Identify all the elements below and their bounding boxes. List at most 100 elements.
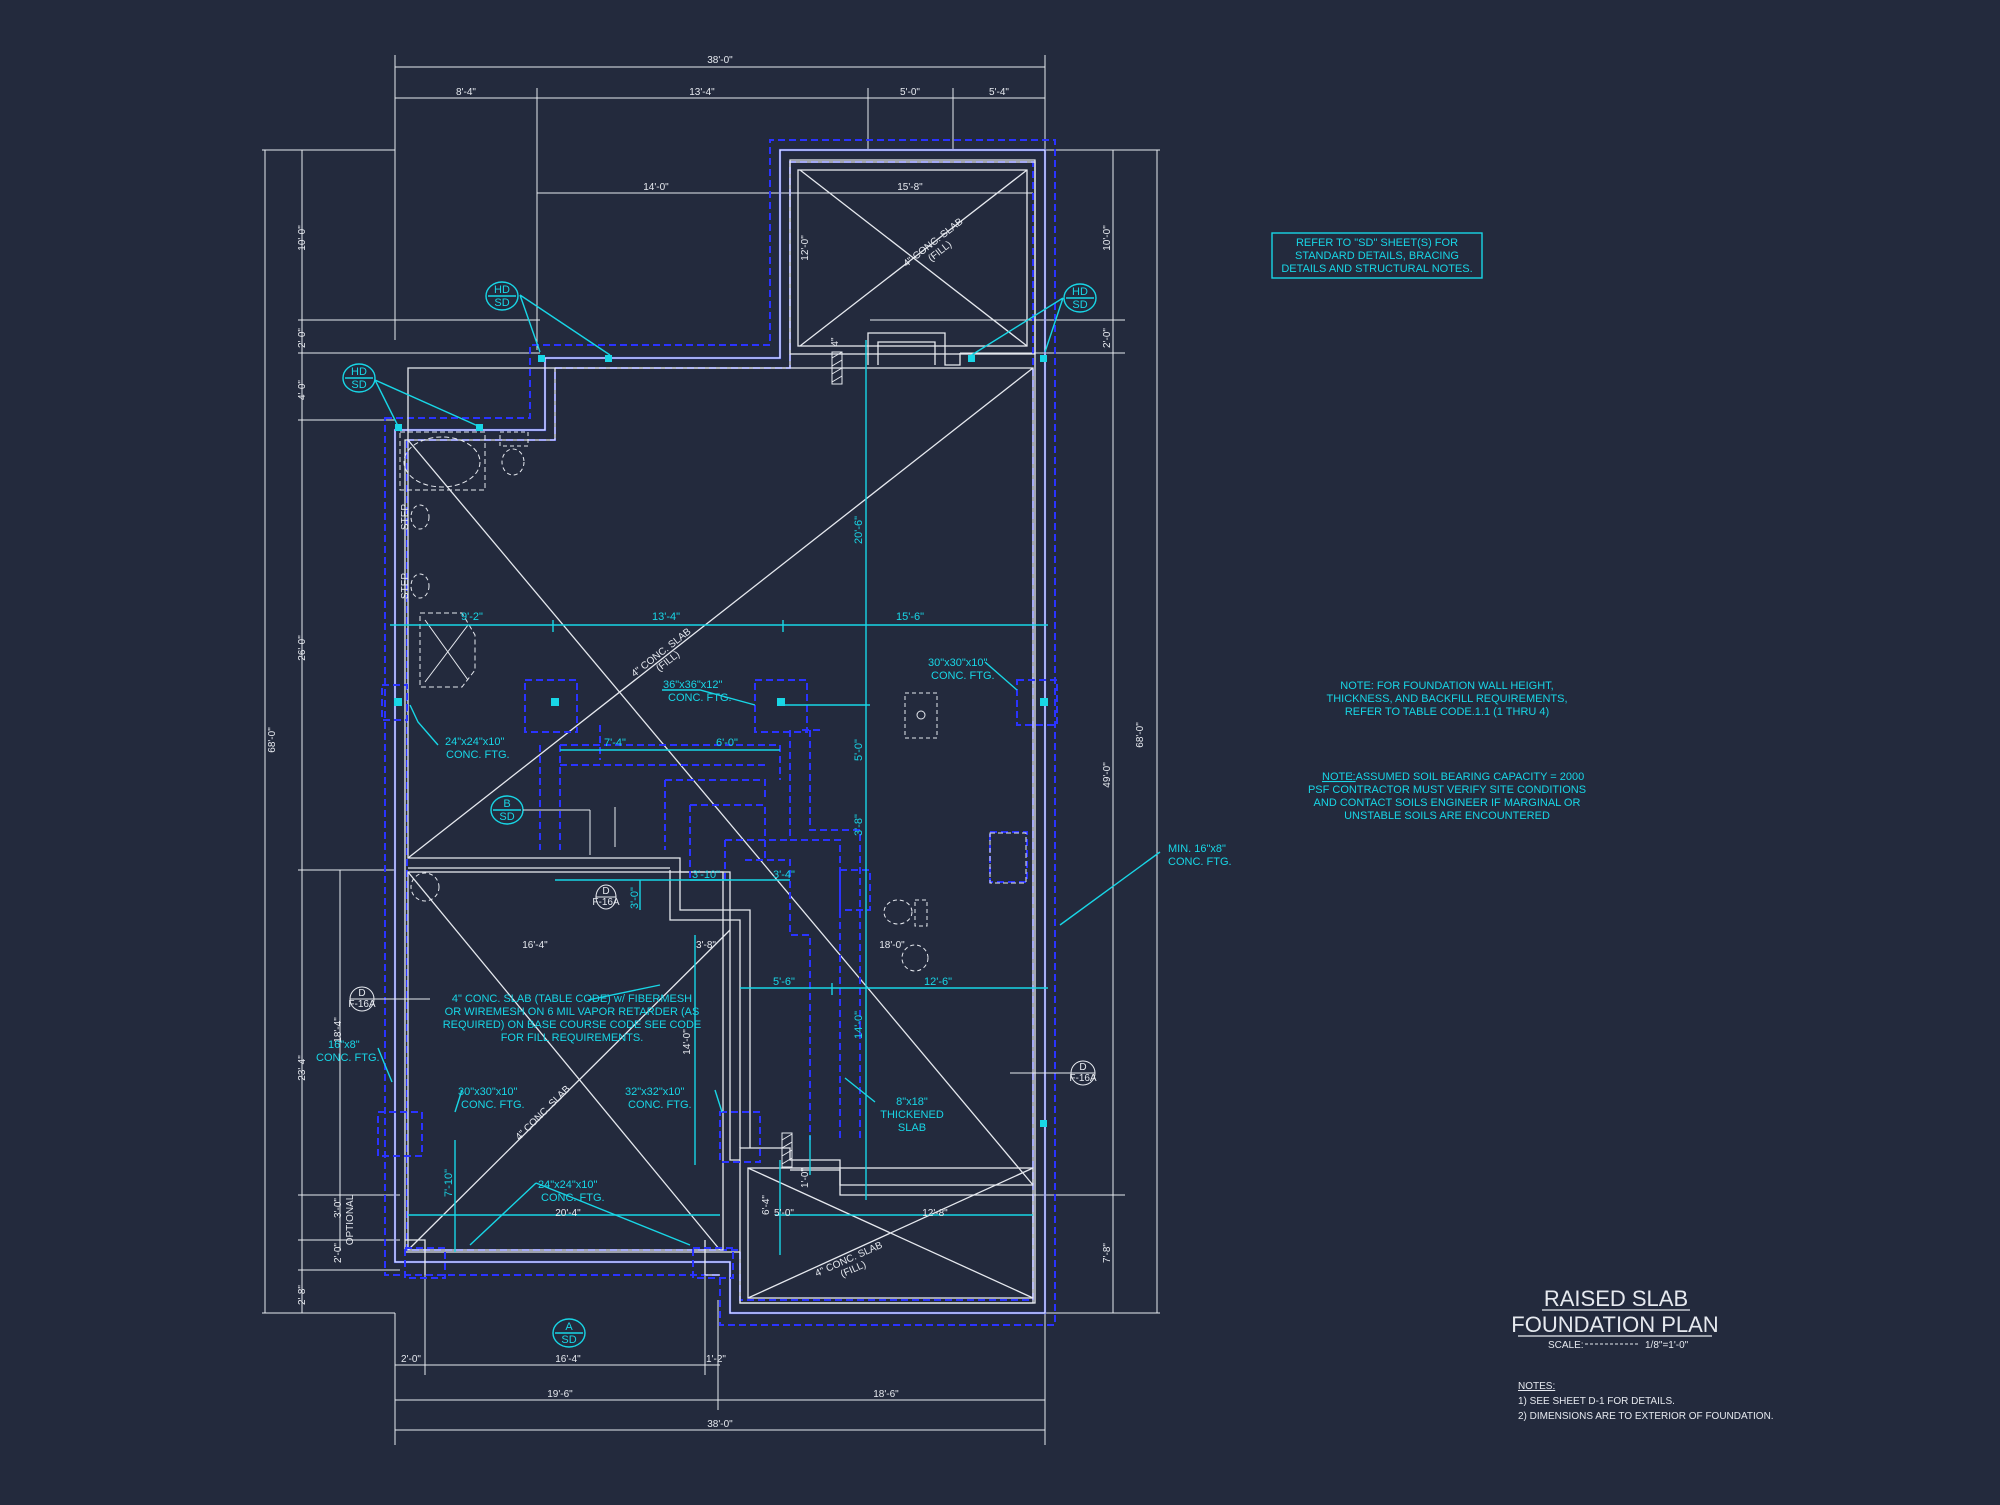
dim-7-4: 7'-4" xyxy=(604,737,626,749)
marker-b-sd[interactable]: B SD xyxy=(490,795,590,825)
dim-18-0: 18'-0" xyxy=(879,940,905,951)
dim-left-68: 68'-0" xyxy=(267,727,278,753)
refer-box: REFER TO "SD" SHEET(S) FOR STANDARD DETA… xyxy=(1271,232,1483,279)
dim-right-10: 10'-0" xyxy=(1102,225,1113,251)
refer-line-2: STANDARD DETAILS, BRACING xyxy=(1295,250,1459,262)
marker-d-3[interactable]: D F-16A xyxy=(1010,1060,1097,1086)
svg-text:SD: SD xyxy=(499,811,514,823)
holdown-6 xyxy=(476,424,483,431)
svg-text:SD: SD xyxy=(1072,299,1087,311)
svg-text:THICKENED: THICKENED xyxy=(880,1109,944,1121)
callout-ftg-30-lower: 30"x30"x10" xyxy=(458,1086,518,1098)
step-label-2: STEP xyxy=(400,573,411,599)
callout-thickened-slab: 8"x18" xyxy=(896,1096,928,1108)
top-dimensions: 38'-0" 8'-4" 13'-4" 5'-0" 5'-4" 14'-0" 1… xyxy=(394,55,1046,350)
soil-note-line-3: AND CONTACT SOILS ENGINEER IF MARGINAL O… xyxy=(1314,797,1581,809)
dim-5-0: 5'-0" xyxy=(853,739,865,761)
callout-ftg-16x8: 16"x8" xyxy=(328,1039,360,1051)
dim-7-10: 7'-10" xyxy=(443,1169,455,1197)
svg-text:HD: HD xyxy=(494,284,510,296)
post-4 xyxy=(394,698,402,706)
callout-ftg-30-right: 30"x30"x10" xyxy=(928,657,988,669)
dim-3-4: 3'-4" xyxy=(773,869,795,881)
dim-14-0: 14'-0" xyxy=(853,1011,865,1039)
marker-hd-3[interactable]: HD SD xyxy=(342,363,376,393)
dim-13-4: 13'-4" xyxy=(652,611,680,623)
slab-diagonals xyxy=(407,169,1034,1299)
dim-5-6: 5'-6" xyxy=(773,976,795,988)
dim-slab-4: 4" xyxy=(830,337,841,347)
dim-top-2: 13'-4" xyxy=(689,87,715,98)
footing-callouts: 36"x36"x12" CONC. FTG. 30"x30"x10" CONC.… xyxy=(316,657,1232,1204)
wall-hatch xyxy=(781,351,843,1168)
dim-3-10: 3'-10" xyxy=(692,869,720,881)
svg-text:CONC. FTG.: CONC. FTG. xyxy=(628,1099,692,1111)
soil-note-line-2: PSF CONTRACTOR MUST VERIFY SITE CONDITIO… xyxy=(1308,784,1586,796)
svg-text:SD: SD xyxy=(561,1334,576,1346)
refer-line-3: DETAILS AND STRUCTURAL NOTES. xyxy=(1281,263,1472,275)
dim-top-4: 5'-4" xyxy=(989,87,1009,98)
svg-text:B: B xyxy=(503,798,510,810)
svg-text:SLAB: SLAB xyxy=(898,1122,926,1134)
soil-note-label: NOTE: xyxy=(1322,771,1356,783)
post-2 xyxy=(777,698,785,706)
dim-top-1: 8'-4" xyxy=(456,87,476,98)
slab-label-lower-left: 4" CONC. SLAB xyxy=(514,1083,573,1142)
dim-3-8: 3'-8" xyxy=(853,814,865,836)
svg-text:D: D xyxy=(1079,1062,1086,1073)
step-label-1: STEP xyxy=(400,504,411,530)
holdown-4 xyxy=(1040,355,1047,362)
marker-hd-2[interactable]: HD SD xyxy=(1063,283,1097,313)
scale-value: 1/8"=1'-0" xyxy=(1645,1340,1689,1351)
dim-bot-2: 2'-0" xyxy=(401,1354,421,1365)
marker-hd-1[interactable]: HD SD xyxy=(485,281,519,311)
dim-left-3: 3'-0" xyxy=(333,1198,344,1218)
dim-inner-15-8: 15'-8" xyxy=(897,182,923,193)
dim-bot-19-6: 19'-6" xyxy=(547,1389,573,1400)
interior-footings xyxy=(377,355,1058,1279)
svg-text:CONC. FTG.: CONC. FTG. xyxy=(316,1052,380,1064)
svg-text:SD: SD xyxy=(351,379,366,391)
dim-16-4: 16'-4" xyxy=(522,940,548,951)
dim-left-2b: 2'-0" xyxy=(333,1243,344,1263)
soil-bearing-note: NOTE: : ASSUMED SOIL BEARING CAPACITY = … xyxy=(1308,771,1586,822)
callout-ftg-36: 36"x36"x12" xyxy=(663,679,723,691)
dim-v-12: 12'-0" xyxy=(800,235,811,261)
dim-6-0: 6'-0" xyxy=(716,737,738,749)
soil-note-line-1: : ASSUMED SOIL BEARING CAPACITY = 2000 xyxy=(1350,771,1584,783)
dim-5-0b: 5'-0" xyxy=(774,1208,794,1219)
dim-15-6: 15'-6" xyxy=(896,611,924,623)
post-3 xyxy=(1040,698,1048,706)
dim-left-23-4: 23'-4" xyxy=(297,1055,308,1081)
dim-3-0: 3'-0" xyxy=(629,887,641,909)
svg-text:HD: HD xyxy=(351,366,367,378)
post-1 xyxy=(551,698,559,706)
dim-left-2-8: 2'-8" xyxy=(297,1285,308,1305)
dim-9-2: 9'-2" xyxy=(461,611,483,623)
bottom-dimensions: 2'-0" 16'-4" 1'-2" 19'-6" 18'-6" 38'-0" xyxy=(394,1275,1046,1445)
marker-a-sd[interactable]: A SD xyxy=(552,1318,586,1348)
holdown-3 xyxy=(968,355,975,362)
wall-note-line-2: THICKNESS, AND BACKFILL REQUIREMENTS, xyxy=(1326,693,1567,705)
slab-specification-note: 4" CONC. SLAB (TABLE CODE) w/ FIBERMESH … xyxy=(443,993,702,1044)
dim-left-26: 26'-0" xyxy=(297,635,308,661)
holdown-2 xyxy=(605,355,612,362)
dim-20-4: 20'-4" xyxy=(555,1208,581,1219)
dim-6-4: 6'-4" xyxy=(761,1195,772,1215)
dim-12-6: 12'-6" xyxy=(924,976,952,988)
dim-left-10: 10'-0" xyxy=(297,225,308,251)
marker-d-1[interactable]: D F-16A xyxy=(592,884,620,910)
dim-inner-14: 14'-0" xyxy=(643,182,669,193)
interior-dimensions: 9'-2" 13'-4" 15'-6" 20'-6" 7'-4" 6'-0" 5… xyxy=(390,235,1048,1255)
plumbing-fixtures xyxy=(399,431,1027,972)
dim-left-4: 4'-0" xyxy=(297,380,308,400)
callout-ftg-32: 32"x32"x10" xyxy=(625,1086,685,1098)
title-line-2: FOUNDATION PLAN xyxy=(1511,1312,1718,1337)
slab-note-line-3: REQUIRED) ON BASE COURSE CODE SEE CODE xyxy=(443,1019,702,1031)
marker-d-2[interactable]: D F-16A xyxy=(348,986,430,1012)
dim-right-7-8: 7'-8" xyxy=(1102,1243,1113,1263)
wall-note-line-1: NOTE: FOR FOUNDATION WALL HEIGHT, xyxy=(1340,680,1554,692)
note-item-2: 2) DIMENSIONS ARE TO EXTERIOR OF FOUNDAT… xyxy=(1518,1411,1774,1422)
svg-text:CONC. FTG.: CONC. FTG. xyxy=(931,670,995,682)
